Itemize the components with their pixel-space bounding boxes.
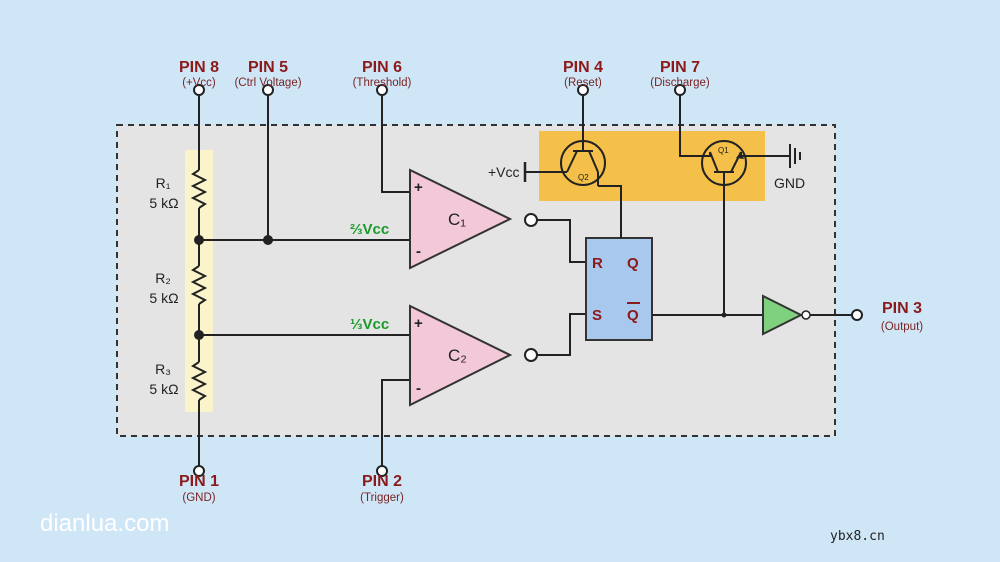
r1-name: R₁ [156, 175, 171, 191]
c1-to-reset-wire [537, 219, 586, 263]
pin4-terminal [577, 84, 589, 96]
ff-qbar-label: Q [627, 307, 639, 324]
threshold-wire [381, 90, 410, 193]
comparator-c2 [409, 304, 513, 407]
c2-label: C₂ [448, 346, 467, 365]
comparator-c1 [409, 168, 513, 270]
c2-to-set-wire [537, 313, 586, 356]
watermark-left: dianlua.com [40, 510, 169, 537]
pin1-terminal [193, 465, 205, 477]
output-buffer [762, 294, 804, 336]
pin7-name: PIN 7 [660, 59, 700, 76]
q2-label: Q2 [578, 173, 589, 182]
c1-label: C₁ [448, 210, 466, 229]
pin4-name: PIN 4 [563, 59, 603, 76]
pin7-terminal [674, 84, 686, 96]
watermark-right: ybx8.cn [830, 529, 885, 544]
vcc-label: +Vcc [488, 164, 520, 180]
pin3-terminal [851, 309, 863, 321]
reset-wire [598, 185, 622, 238]
pin7-desc: (Discharge) [650, 77, 710, 89]
two-thirds-vcc-label: ⅔Vcc [350, 221, 389, 238]
r3-name: R₃ [155, 361, 171, 377]
pin5-desc: (Ctrl Voltage) [234, 77, 301, 89]
r2-name: R₂ [155, 270, 171, 286]
transistor-q2 [525, 126, 606, 186]
ground-symbol [789, 144, 801, 168]
pin6-name: PIN 6 [362, 59, 402, 76]
c2-minus: - [416, 380, 421, 397]
sr-flipflop [585, 237, 653, 341]
ff-set-label: S [592, 307, 602, 324]
q1-label: Q1 [718, 146, 729, 155]
pin8-desc: (+Vcc) [182, 77, 216, 89]
c1-output-bubble [524, 213, 538, 227]
ff-reset-label: R [592, 255, 603, 272]
pin2-name: PIN 2 [362, 473, 402, 490]
resistor-ladder [190, 90, 208, 471]
pin5-name: PIN 5 [248, 59, 288, 76]
ff-q-label: Q [627, 255, 639, 272]
pin4-desc: (Reset) [564, 77, 602, 89]
r3-value: 5 kΩ [149, 381, 178, 397]
transistor-q1 [679, 90, 790, 186]
buffer-output-bubble [801, 310, 811, 320]
c2-plus: + [414, 315, 423, 332]
pin3-name: PIN 3 [882, 300, 922, 317]
pin8-name: PIN 8 [179, 59, 219, 76]
r1-value: 5 kΩ [149, 195, 178, 211]
pin6-desc: (Threshold) [353, 77, 412, 89]
c1-minus: - [416, 243, 421, 260]
gnd-label: GND [774, 175, 805, 191]
pin5-terminal [262, 84, 274, 96]
c1-plus: + [414, 179, 423, 196]
pin3-desc: (Output) [881, 321, 923, 333]
pin2-terminal [376, 465, 388, 477]
c2-output-bubble [524, 348, 538, 362]
pin1-name: PIN 1 [179, 473, 219, 490]
pin2-desc: (Trigger) [360, 492, 404, 504]
trigger-wire [381, 379, 410, 471]
pin8-terminal [193, 84, 205, 96]
r2-value: 5 kΩ [149, 290, 178, 306]
pin6-terminal [376, 84, 388, 96]
pin1-desc: (GND) [182, 492, 215, 504]
one-third-vcc-label: ⅓Vcc [350, 316, 389, 333]
